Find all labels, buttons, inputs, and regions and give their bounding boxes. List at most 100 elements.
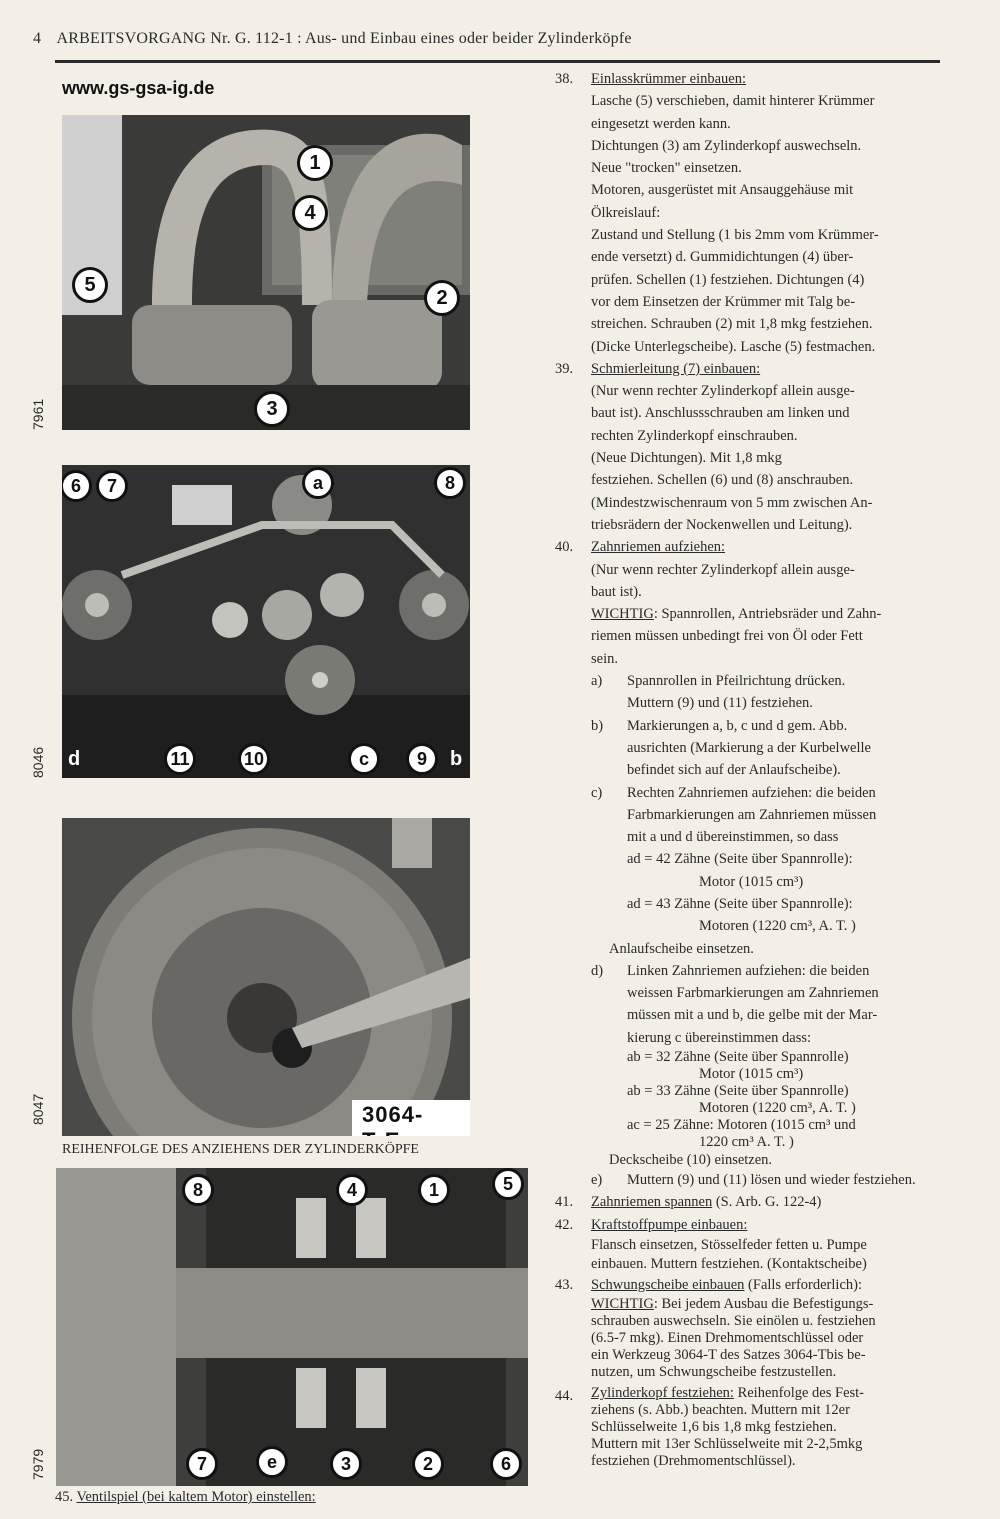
text-line: prüfen. Schellen (1) festziehen. Dichtun… [591,271,865,288]
text-span: (S. Arb. G. 122-4) [712,1194,822,1211]
text-line: schrauben auswechseln. Sie einölen u. fe… [591,1313,876,1330]
text-line: Linken Zahnriemen aufziehen: die beiden [627,962,870,979]
text-line: rechten Zylinderkopf einschrauben. [591,427,798,444]
text-line: Ölkreislauf: [591,204,661,221]
photo-intake-manifold: 1 4 5 2 3 [62,115,470,430]
photo-number-1: 7961 [30,398,46,430]
callout-4: 4 [292,195,328,231]
text-line: vor dem Einsetzen der Krümmer mit Talg b… [591,293,856,310]
text-line: Motoren (1220 cm³, A. T. ) [699,1100,856,1117]
tool-label: 3064-T·E [352,1100,470,1136]
photo-flywheel: 3064-T·E [62,818,470,1136]
substep-label: e) [591,1172,603,1189]
text-line: Deckscheibe (10) einsetzen. [609,1152,773,1169]
photo-1-image [62,115,470,430]
callout-1: 1 [418,1174,450,1206]
callout-4: 4 [336,1174,368,1206]
step-title: Zylinderkopf festziehen: [591,1385,734,1402]
marker-b: b [450,748,463,770]
page-header: 4 ARBEITSVORGANG Nr. G. 112-1 : Aus- und… [33,30,632,48]
text-line: Lasche (5) verschieben, damit hinterer K… [591,93,875,110]
text-line: Schlüsselweite 1,6 bis 1,8 mkg festziehe… [591,1419,837,1436]
wichtig-line: WICHTIG: Spannrollen, Antriebsräder und … [591,603,975,625]
text-span: Reihenfolge des Fest- [733,1385,865,1402]
text-line: ad = 42 Zähne (Seite über Spannrolle): [627,851,853,868]
step-38: 38. Einlasskrümmer einbauen: Lasche (5) … [555,68,975,358]
text-line: triebsrädern der Nockenwellen und Leitun… [591,516,853,533]
text-line: weissen Farbmarkierungen am Zahnriemen [627,985,879,1002]
callout-7: 7 [186,1448,218,1480]
step-number: 38. [555,71,574,87]
callout-6: 6 [62,470,92,502]
text-line: ac = 25 Zähne: Motoren (1015 cm³ und [627,1117,856,1134]
callout-3: 3 [330,1448,362,1480]
step-number: 44. [555,1388,574,1405]
step-title: Schmierleitung (7) einbauen: [591,360,761,377]
text-line: (Nur wenn rechter Zylinderkopf allein au… [591,561,855,578]
text-line: Motoren, ausgerüstet mit Ansauggehäuse m… [591,182,854,199]
callout-e: e [256,1446,288,1478]
photo-number-3: 8047 [30,1093,46,1125]
text-line: eingesetzt werden kann. [591,115,731,132]
text-line: 1220 cm³ A. T. ) [699,1134,794,1151]
text-span: (Falls erforderlich): [744,1276,862,1293]
callout-11: 11 [164,743,196,775]
text-line: ziehens (s. Abb.) beachten. Muttern mit … [591,1402,850,1419]
step-title: Einlasskrümmer einbauen: [591,71,747,87]
step-44: 44. Zylinderkopf festziehen: Reihenfolge… [555,1385,975,1470]
text-line: Farbmarkierungen am Zahnriemen müssen [627,806,877,823]
text-line: kierung c übereinstimmen dass: [627,1029,812,1046]
substep-label: d) [591,962,604,979]
callout-8: 8 [182,1174,214,1206]
substep-label: c) [591,784,603,801]
text-line: Motor (1015 cm³) [699,1066,804,1083]
step-number: 43. [555,1276,574,1293]
text-line: Dichtungen (3) am Zylinderkopf auswechse… [591,137,862,154]
step-number: 39. [555,360,574,377]
text-line: (Mindestzwischenraum von 5 mm zwischen A… [591,494,873,511]
step-title: Zahnriemen aufziehen: [591,539,726,556]
page-number: 4 [33,30,42,47]
text-line: (Neue Dichtungen). Mit 1,8 mkg [591,450,782,467]
text-line: riemen müssen unbedingt frei von Öl oder… [591,628,863,645]
text-line: ausrichten (Markierung a der Kurbelwelle [627,739,871,756]
text-line: baut ist). [591,583,642,600]
callout-1: 1 [297,145,333,181]
instructions-column: 38. Einlasskrümmer einbauen: Lasche (5) … [555,68,975,1470]
photo-number-4: 7979 [30,1448,46,1480]
text-line: ab = 33 Zähne (Seite über Spannrolle) [627,1083,849,1100]
text-line: streichen. Schrauben (2) mit 1,8 mkg fes… [591,316,873,333]
website-url: www.gs-gsa-ig.de [62,78,215,98]
step-45: 45. Ventilspiel (bei kaltem Motor) einst… [55,1489,316,1506]
text-line: (6.5-7 mkg). Einen Drehmomentschlüssel o… [591,1330,864,1347]
text-line: einbauen. Muttern festziehen. (Kontaktsc… [591,1255,867,1272]
text-line: ab = 32 Zähne (Seite über Spannrolle) [627,1049,849,1066]
text-line: (Dicke Unterlegscheibe). Lasche (5) fest… [591,338,876,355]
step-number: 40. [555,539,574,556]
step-43: 43. Schwungscheibe einbauen (Falls erfor… [555,1274,975,1381]
substep-label: a) [591,673,603,690]
callout-7: 7 [96,470,128,502]
step-40: 40. Zahnriemen aufziehen: (Nur wenn rech… [555,536,975,1191]
text-line: Spannrollen in Pfeilrichtung drücken. [627,673,846,690]
text-line: Flansch einsetzen, Stösselfeder fetten u… [591,1236,867,1253]
text-line: Neue "trocken" einsetzen. [591,160,742,177]
callout-8: 8 [434,467,466,499]
substep-c: c) Rechten Zahnriemen aufziehen: die bei… [591,782,975,960]
callout-5: 5 [72,267,108,303]
callout-a: a [302,467,334,499]
substep-a: a) Spannrollen in Pfeilrichtung drücken.… [591,670,975,715]
photo-timing-belts: 6 7 a [62,465,470,778]
figure-caption: REIHENFOLGE DES ANZIEHENS DER ZYLINDERKÖ… [62,1142,419,1157]
callout-5: 5 [492,1168,524,1200]
text-line: sein. [591,650,618,667]
text-span: : Spannrollen, Antriebsräder und Zahn- [653,606,882,623]
callout-3: 3 [254,391,290,427]
photo-3-image [62,818,470,1136]
text-line: Rechten Zahnriemen aufziehen: die beiden [627,784,876,801]
photo-2-image [62,465,470,778]
substep-label: b) [591,717,604,734]
step-41: 41. Zahnriemen spannen (S. Arb. G. 122-4… [555,1191,975,1213]
text-line: Zustand und Stellung (1 bis 2mm vom Krüm… [591,227,879,244]
marker-d: d [68,748,81,770]
